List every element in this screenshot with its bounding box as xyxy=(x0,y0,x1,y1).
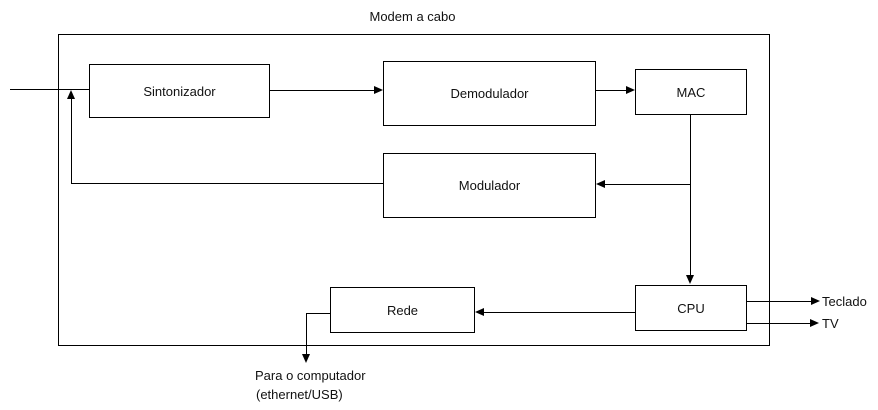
cpu-to-teclado-arrowhead-icon xyxy=(811,297,820,305)
block-rede: Rede xyxy=(330,287,475,333)
modem-boundary-box xyxy=(58,34,770,346)
block-modulador: Modulador xyxy=(383,153,596,218)
cpu-to-teclado-line xyxy=(747,301,812,302)
block-sintonizador-label: Sintonizador xyxy=(143,83,216,99)
mac-to-cpu-arrowhead-icon xyxy=(686,275,694,284)
cpu-to-rede-arrowhead-icon xyxy=(475,308,484,316)
cpu-to-rede-line xyxy=(483,312,635,313)
block-demodulador-label: Demodulador xyxy=(450,86,529,101)
cpu-to-tv-arrowhead-icon xyxy=(810,319,819,327)
mac-to-modulador-arrowhead-icon xyxy=(596,180,605,188)
sintonizador-to-demodulador-line xyxy=(270,90,376,91)
block-rede-label: Rede xyxy=(386,302,419,318)
block-mac: MAC xyxy=(635,69,747,115)
computer-output-label-line2: (ethernet/USB) xyxy=(256,387,343,402)
block-cpu: CPU xyxy=(635,285,747,331)
block-mac-label: MAC xyxy=(676,84,706,100)
rede-to-computer-line-vertical xyxy=(306,313,307,355)
rede-to-computer-arrowhead-icon xyxy=(302,354,310,363)
computer-output-label-line1: Para o computador xyxy=(255,368,366,383)
mac-to-cpu-line xyxy=(690,115,691,276)
block-cpu-label: CPU xyxy=(677,300,705,316)
mac-to-modulador-line xyxy=(604,184,691,185)
block-modulador-label: Modulador xyxy=(458,178,521,193)
tv-label: TV xyxy=(822,316,839,331)
block-sintonizador: Sintonizador xyxy=(89,64,270,118)
cpu-to-tv-line xyxy=(747,323,811,324)
teclado-label: Teclado xyxy=(822,294,867,309)
diagram-title: Modem a cabo xyxy=(369,9,456,24)
sintonizador-to-demodulador-arrowhead-icon xyxy=(374,86,383,94)
modulador-feedback-arrowhead-icon xyxy=(67,90,75,99)
demodulador-to-mac-line xyxy=(596,90,628,91)
modulador-feedback-line-vertical xyxy=(71,98,72,184)
modulador-feedback-line-horizontal xyxy=(71,183,383,184)
demodulador-to-mac-arrowhead-icon xyxy=(626,86,635,94)
rede-to-computer-line-horizontal xyxy=(306,313,330,314)
cable-input-line xyxy=(10,89,89,90)
block-demodulador: Demodulador xyxy=(383,61,596,126)
